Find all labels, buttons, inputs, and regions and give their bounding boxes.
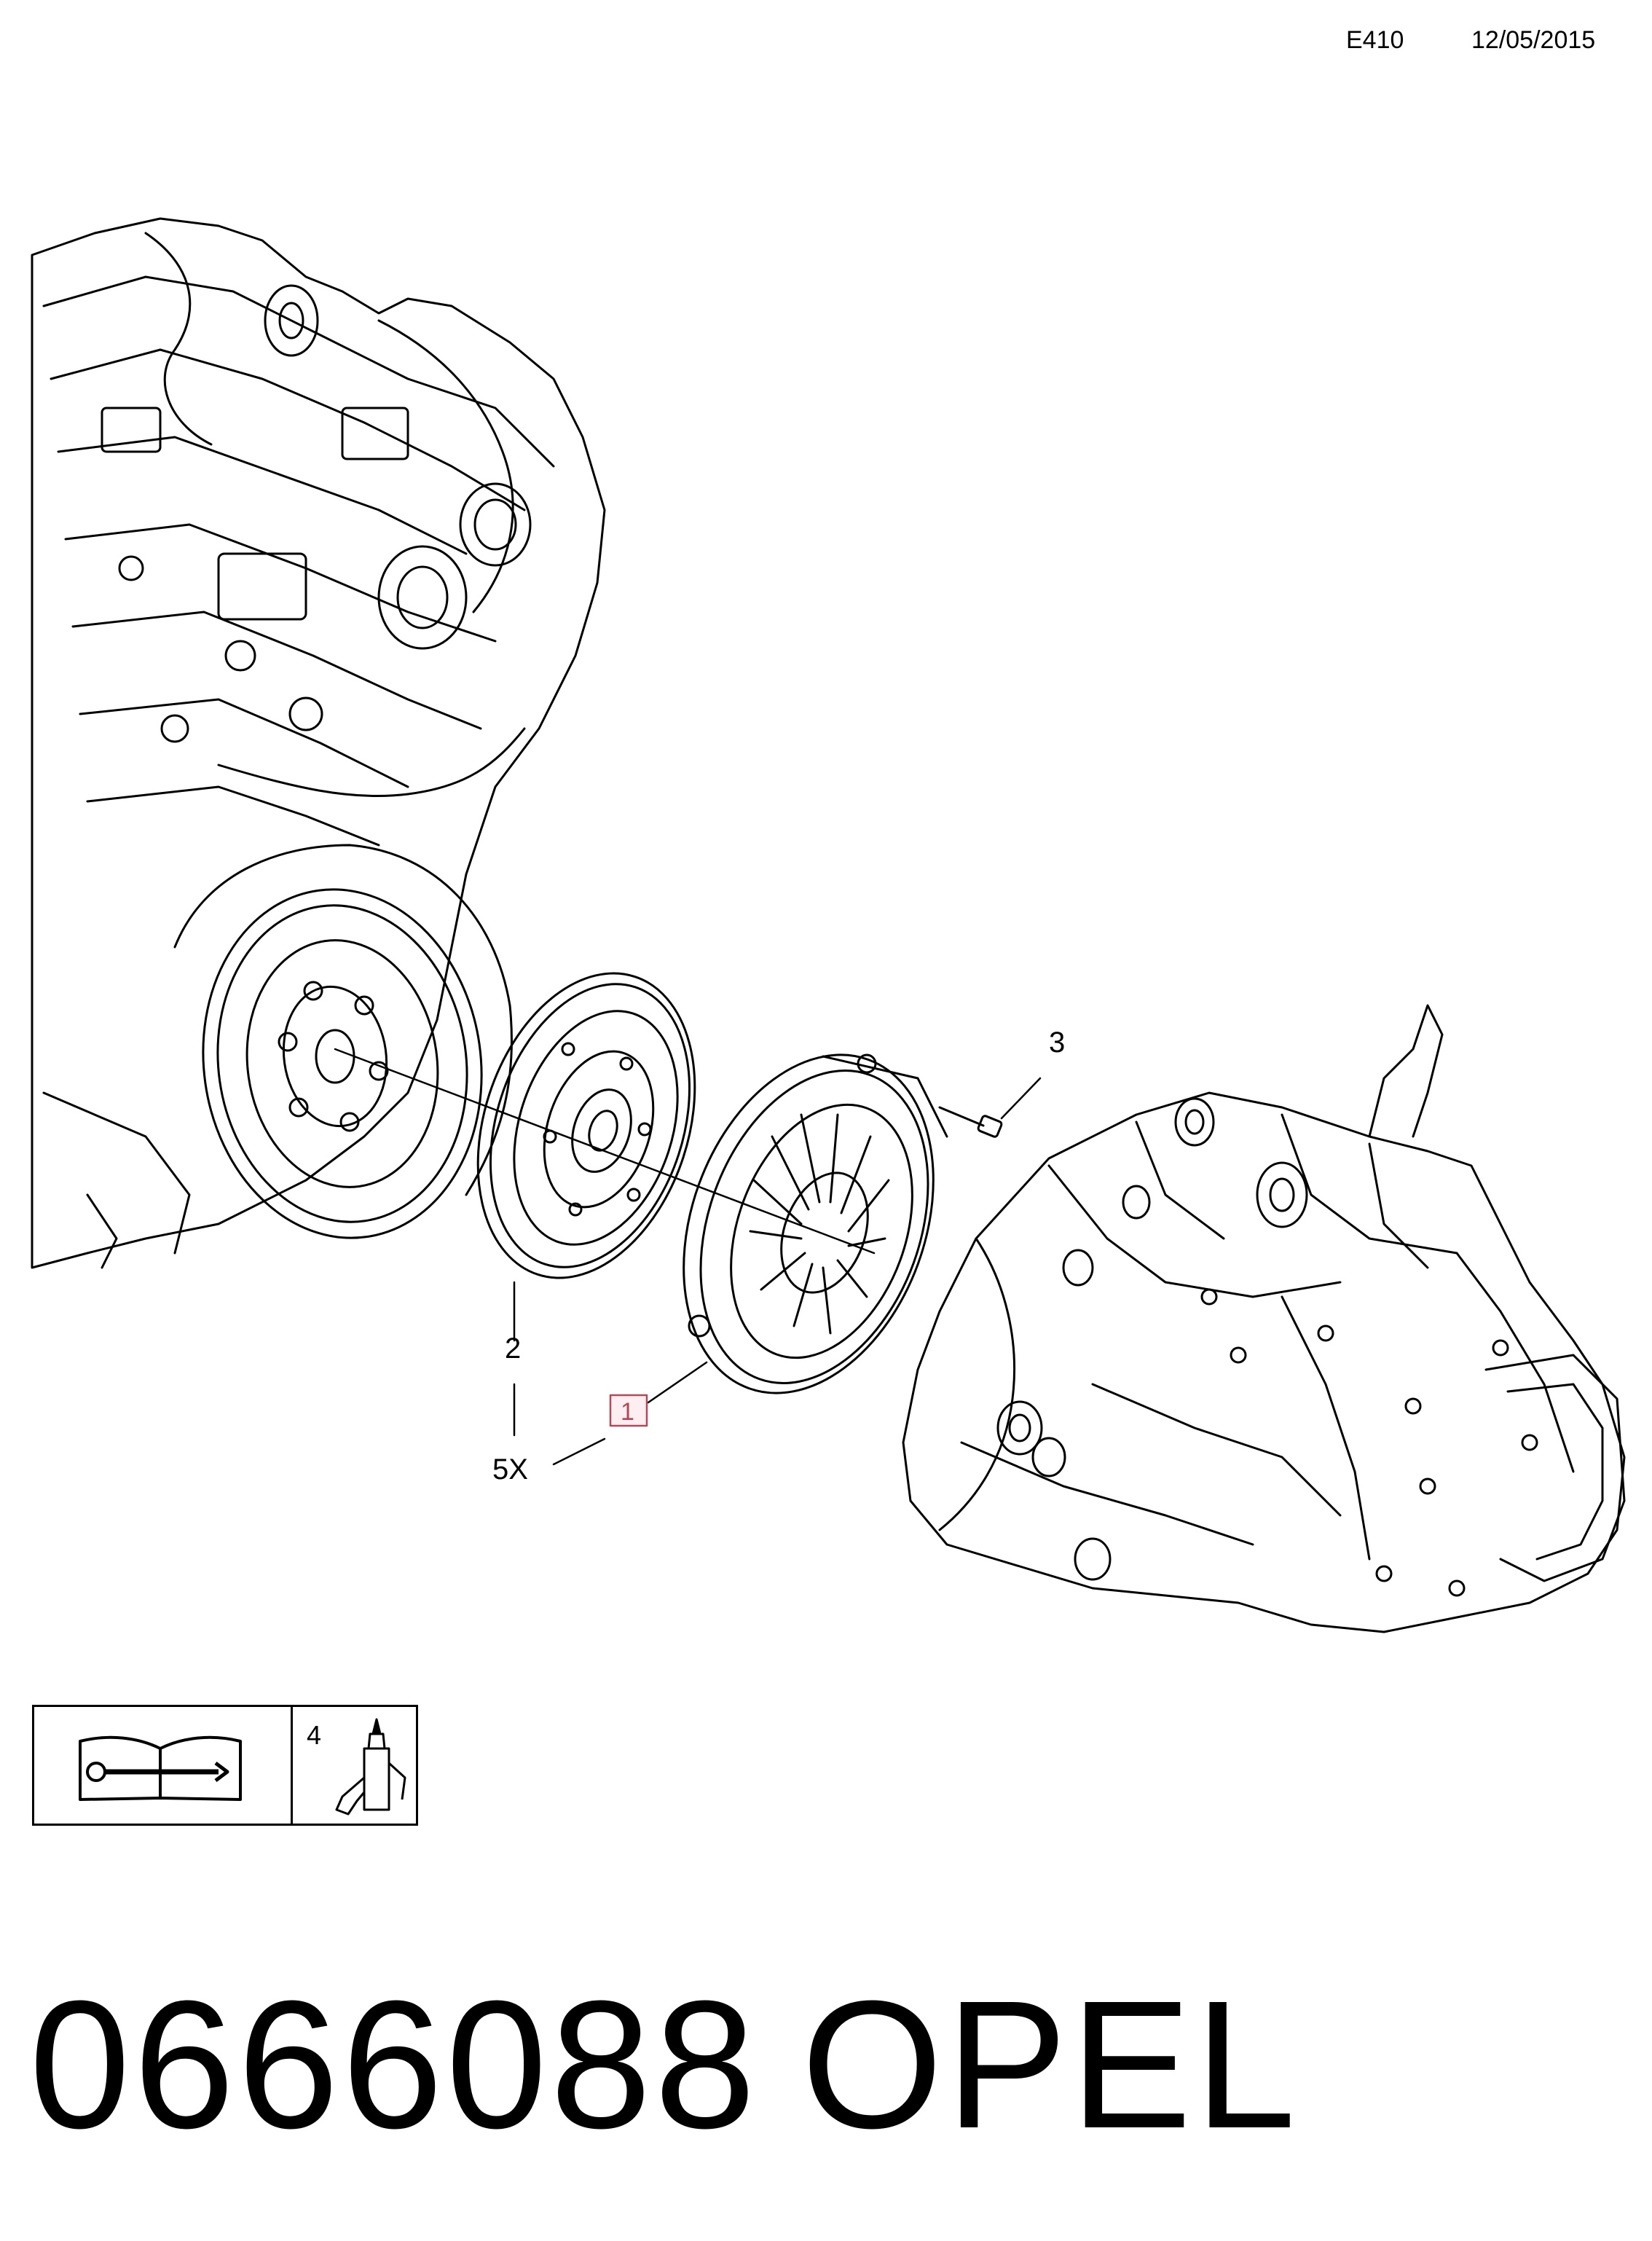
engine-illustration [31, 217, 606, 1269]
brand-name: OPEL [801, 1963, 1299, 2166]
clutch-bolt [938, 1106, 1003, 1138]
callout-item-3[interactable]: 3 [1049, 1027, 1065, 1059]
legend-table: 4 [32, 1705, 418, 1826]
legend-item-4-number: 4 [307, 1720, 322, 1750]
part-number: 0666088 [29, 1963, 759, 2166]
repair-manual-icon [79, 1735, 242, 1801]
diagram-code: E410 [1346, 26, 1404, 54]
legend-divider [291, 1707, 293, 1824]
adhesive-tube-icon [335, 1718, 406, 1816]
callout-item-1[interactable]: 1 [621, 1398, 634, 1426]
clutch-disc [476, 972, 696, 1279]
clutch-pressure-plate [683, 1053, 948, 1394]
callout-item-2[interactable]: 2 [505, 1333, 521, 1365]
transmission-illustration [902, 1004, 1626, 1633]
callout-box-highlight [609, 1394, 648, 1427]
diagram-date: 12/05/2015 [1471, 26, 1596, 54]
callout-quantity: 5X [492, 1453, 528, 1486]
